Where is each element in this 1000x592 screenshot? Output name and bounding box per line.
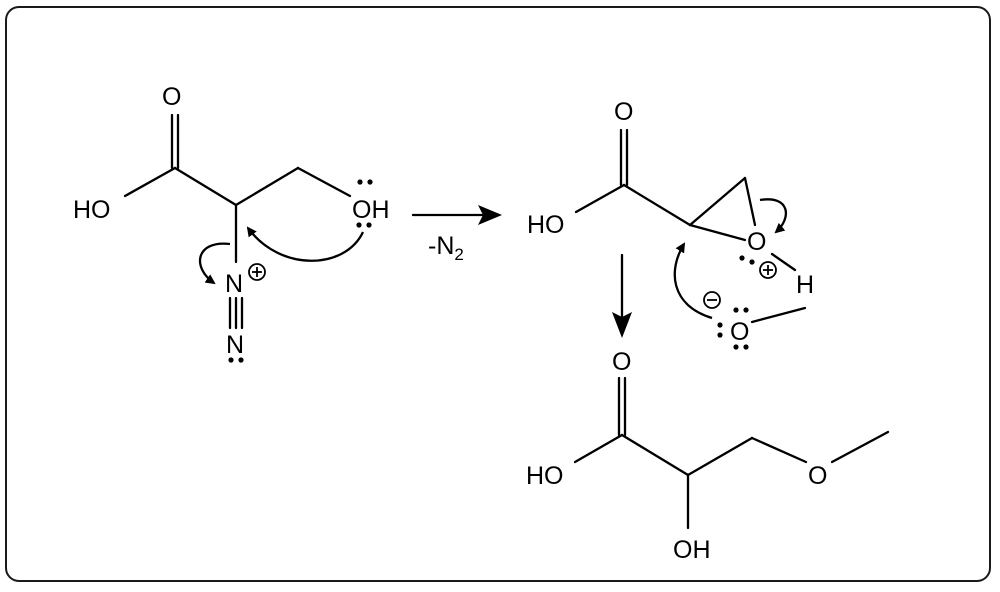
acid-ho-label: HO <box>526 462 564 490</box>
epoxonium-intermediate: O HO O H <box>527 98 814 299</box>
positive-charge-icon <box>248 263 266 281</box>
reaction-arrow: -N2 <box>411 205 502 264</box>
acid-ho-label: HO <box>527 211 565 239</box>
lone-pair-dot <box>357 179 363 185</box>
lone-pair-dot <box>228 357 234 363</box>
diagram-frame <box>5 6 991 582</box>
lone-pair-dot <box>717 332 723 338</box>
terminal-n-label: N <box>226 331 244 359</box>
diazonium-n-label: N <box>225 270 243 298</box>
down-arrow <box>612 253 632 338</box>
lone-pair-dot <box>733 344 739 350</box>
positive-charge-icon <box>759 261 777 279</box>
carbonyl-oxygen-label: O <box>612 348 631 376</box>
lone-pair-dot <box>717 322 723 328</box>
curved-arrow-icon <box>198 242 231 285</box>
lone-pair-dot <box>366 222 372 228</box>
starting-molecule: O HO OH N N <box>73 83 390 363</box>
curved-arrow-icon <box>673 242 713 320</box>
reaction-arrow-label: -N2 <box>428 232 464 264</box>
lone-pair-dot <box>749 259 755 265</box>
ring-hydrogen-label: H <box>796 271 814 299</box>
ether-oxygen-label: O <box>808 462 827 490</box>
curved-arrow-icon <box>246 226 365 262</box>
lone-pair-dot <box>356 222 362 228</box>
carbonyl-oxygen-label: O <box>162 83 181 111</box>
lone-pair-dot <box>739 255 745 261</box>
ring-oxygen-label: O <box>747 228 766 256</box>
hydroxyl-label: OH <box>673 536 711 564</box>
lone-pair-dot <box>367 179 373 185</box>
product-molecule: O HO OH O <box>526 348 890 564</box>
negative-charge-icon <box>703 291 721 309</box>
lone-pair-dot <box>238 357 244 363</box>
methoxide-nucleophile: O <box>673 242 807 350</box>
lone-pair-dot <box>743 344 749 350</box>
hydroxyl-label: OH <box>352 196 390 224</box>
methoxide-oxygen-label: O <box>730 318 749 346</box>
curved-arrow-icon <box>759 198 787 234</box>
lone-pair-dot <box>743 307 749 313</box>
carbonyl-oxygen-label: O <box>614 98 633 126</box>
acid-ho-label: HO <box>73 196 111 224</box>
lone-pair-dot <box>733 307 739 313</box>
